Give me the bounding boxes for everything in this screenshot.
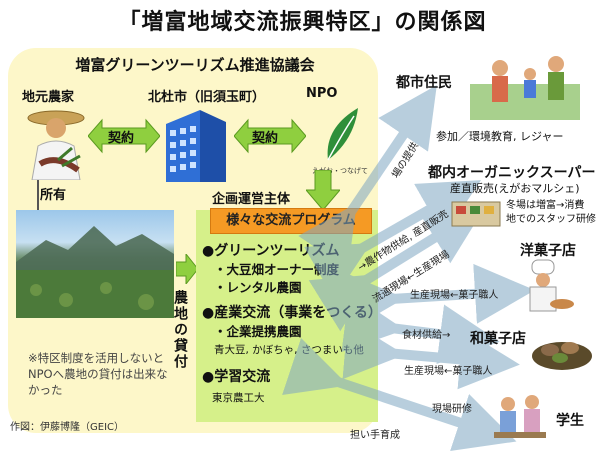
contract-left-label: 契約 (108, 131, 135, 146)
students-illustration (494, 395, 546, 438)
supermarket-name: 都内オーガニックスーパー (428, 165, 596, 181)
supermarket-desc-2: 地でのスタッフ研修 (506, 214, 596, 225)
supermarket-sub: 産直販売(えがおマルシェ) (450, 182, 580, 195)
family-illustration (470, 56, 580, 120)
special-zone-note: ※特区制度を活用しないとNPOへ農地の貸付は出来なかった (28, 351, 168, 397)
contract-arrow-left (88, 118, 160, 154)
flow-student-label-2: 担い手育成 (350, 430, 400, 441)
credit: 作図：伊藤博隆（GEIC） (10, 422, 124, 433)
flow-japanese-label-1: 食材供給→ (402, 330, 451, 341)
urban-desc: 参加／環境教育, レジャー (436, 130, 564, 143)
japanese-name: 和菓子店 (470, 331, 526, 347)
ownership-line (37, 180, 39, 210)
page-title: 「増富地域交流振興特区」の関係図 (118, 10, 487, 35)
lending-label: 農地の貸付 (172, 290, 188, 370)
contract-right-label: 契約 (252, 131, 279, 146)
flow-western-label: 生産現場←菓子職人 (410, 290, 499, 301)
flow-japanese-label-2: 生産現場←菓子職人 (404, 366, 493, 377)
lending-arrow (176, 254, 198, 284)
supermarket-icon (451, 201, 501, 227)
arrow-student (282, 338, 517, 451)
flow-student-label-1: 現場研修 (432, 404, 472, 415)
council-title: 増富グリーンツーリズム推進協議会 (75, 56, 315, 74)
wagashi-illustration (532, 342, 592, 370)
program-university-note: 東京農工大 (212, 392, 265, 404)
ownership-label: 所有 (40, 188, 67, 203)
arrow-urban (298, 85, 437, 270)
contract-arrow-right (234, 118, 306, 154)
arrow-japanese-2 (342, 319, 520, 390)
pastry-chef-illustration (529, 259, 574, 312)
city-hall-building-icon (166, 110, 226, 182)
operator-label: 企画運営主体 (212, 192, 291, 207)
farmer-label: 地元農家 (22, 90, 75, 105)
western-name: 洋菓子店 (520, 243, 576, 259)
program-corporate-farm: ・企業提携農園 (214, 324, 302, 339)
farmland-photo (16, 210, 174, 318)
city-label: 北杜市（旧須玉町） (148, 90, 266, 105)
urban-name: 都市住民 (396, 75, 452, 91)
program-rental-farm: ・レンタル農園 (214, 280, 302, 295)
farmer-illustration (27, 110, 85, 180)
student-name: 学生 (556, 413, 584, 429)
program-learning-exchange: ●学習交流 (202, 369, 271, 385)
supermarket-desc-1: 冬場は増富→消費 (506, 200, 585, 211)
